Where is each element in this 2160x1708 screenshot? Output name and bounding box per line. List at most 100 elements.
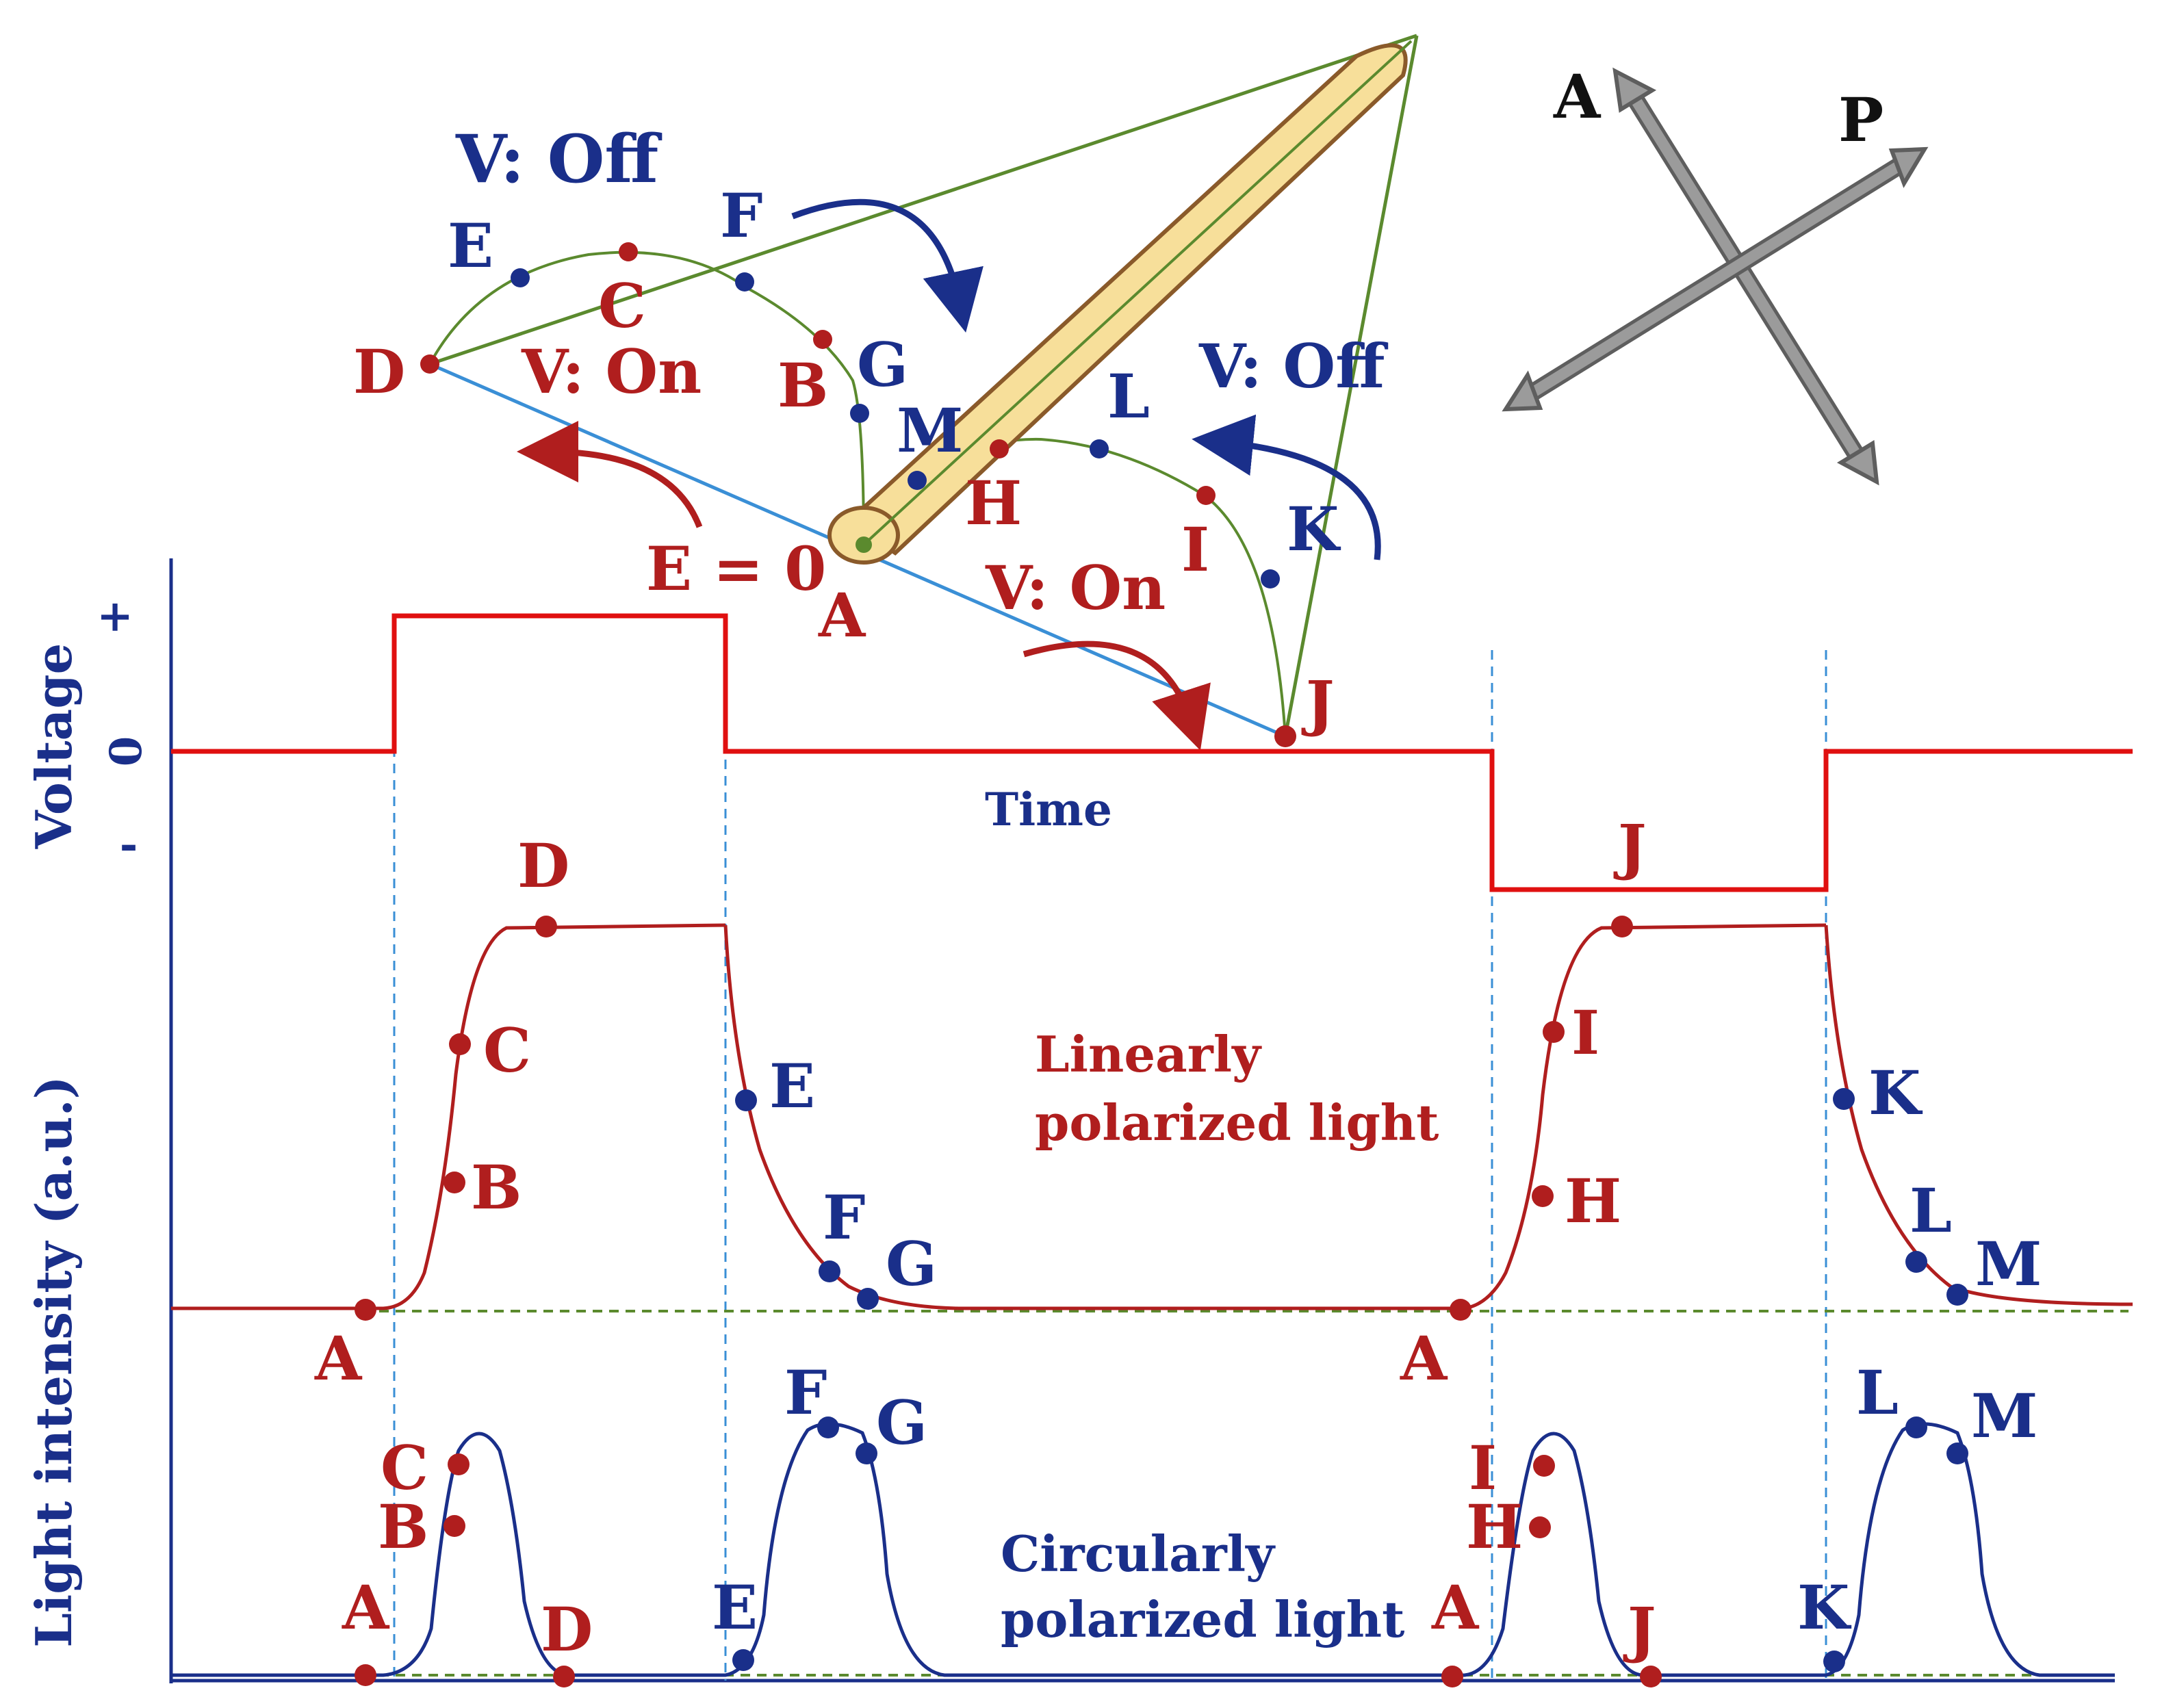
linear-dot-c	[449, 1033, 471, 1055]
circular-title-line1: Circularly	[1001, 1525, 1276, 1583]
label-e-zero: E = 0	[646, 533, 826, 604]
circular-dot-l	[1905, 1416, 1927, 1438]
circular-label-h: H	[1466, 1491, 1523, 1562]
voltage-zero: 0	[101, 736, 152, 767]
circular-title-line2: polarized light	[1001, 1590, 1404, 1648]
linear-label-f: F	[823, 1182, 865, 1253]
linear-label-b: B	[471, 1152, 522, 1223]
circular-dot-b	[443, 1515, 465, 1537]
arrow-f-to-g	[791, 198, 983, 333]
circular-dot-a1	[355, 1664, 376, 1686]
cone-label-f: F	[720, 180, 762, 251]
voltage-plus: +	[97, 591, 133, 642]
circular-label-m: M	[1971, 1380, 2037, 1451]
cone-dot-d	[420, 354, 439, 374]
circular-label-l: L	[1856, 1357, 1899, 1428]
linear-polarized-trace: A B C D E F G A H I K L M Linearly polar…	[171, 830, 2133, 1394]
linear-curve-blue-2	[1824, 924, 2133, 1306]
cone-dot-l	[1090, 439, 1109, 458]
polarizer-head-right	[1888, 146, 1929, 188]
circular-dot-a2	[1441, 1666, 1463, 1687]
circular-polarized-trace: A B C D E F G A H I J K L M Circularly p…	[171, 1357, 2115, 1687]
linear-dot-l	[1905, 1251, 1927, 1273]
polarizer-axis-inner	[1520, 155, 1912, 403]
arrow-d-on	[517, 421, 703, 528]
circular-dot-c	[448, 1453, 470, 1475]
linear-dot-top	[1611, 916, 1633, 937]
cone-dot-b	[813, 330, 832, 349]
cone-label-c: C	[598, 270, 646, 341]
cone-dot-i	[1196, 486, 1216, 505]
linear-dot-a1	[355, 1299, 376, 1321]
circular-label-g: G	[876, 1387, 927, 1458]
cone-label-h: H	[965, 467, 1022, 539]
voltage-minus: -	[120, 819, 138, 870]
linear-label-c: C	[483, 1015, 531, 1086]
cone-label-d: D	[353, 336, 405, 407]
circular-dot-d	[553, 1666, 575, 1687]
cone-dot-m	[908, 471, 927, 490]
circular-label-i: I	[1469, 1432, 1497, 1503]
cone-dot-f	[735, 272, 754, 292]
cone-label-e: E	[448, 210, 493, 281]
arrow-k-off	[1192, 414, 1381, 560]
circular-label-a1: A	[342, 1572, 390, 1643]
circular-label-e: E	[712, 1572, 758, 1643]
circular-label-b: B	[378, 1491, 428, 1562]
rod-end-cap	[827, 506, 900, 565]
analyzer-head-bottom	[1836, 439, 1879, 486]
intensity-axis-label: Light intensity (a.u.)	[25, 1076, 83, 1647]
circular-dot-f	[817, 1416, 839, 1438]
cone-label-b: B	[777, 350, 828, 421]
cone-label-m: M	[897, 395, 963, 466]
cone-dot-j	[1274, 725, 1296, 747]
cone-dot-k	[1261, 569, 1280, 588]
analyzer-label: A	[1553, 61, 1602, 132]
linear-label-d: D	[517, 830, 569, 901]
polarizer-cross: A P	[1502, 61, 1929, 486]
lc-rod	[827, 40, 1413, 565]
linear-curve-red-1	[171, 923, 726, 1310]
circular-dot-h	[1529, 1516, 1551, 1538]
linear-dot-e	[735, 1089, 757, 1111]
circular-label-f: F	[784, 1357, 827, 1428]
circular-curve	[171, 1422, 2115, 1677]
circular-dot-m	[1946, 1442, 1968, 1464]
label-v-off-1: V: Off	[455, 120, 662, 198]
linear-dot-b	[443, 1172, 465, 1193]
polarizer-label: P	[1838, 84, 1883, 155]
circular-dot-i	[1533, 1455, 1555, 1477]
cone-dot-h	[990, 439, 1009, 458]
linear-label-e: E	[769, 1050, 815, 1122]
linear-dot-a2	[1450, 1299, 1471, 1321]
label-v-off-2: V: Off	[1198, 331, 1388, 402]
linear-label-l: L	[1910, 1175, 1952, 1246]
linear-title-line2: polarized light	[1035, 1094, 1439, 1152]
circular-dot-k	[1823, 1651, 1845, 1672]
cone-label-k: K	[1287, 493, 1341, 565]
arrow-j-on	[1023, 640, 1211, 751]
polarizer-head-left	[1502, 370, 1543, 412]
linear-dot-g	[857, 1288, 879, 1310]
circular-dot-j	[1640, 1666, 1662, 1687]
linear-label-m: M	[1975, 1228, 2042, 1299]
cone-dot-a	[856, 536, 872, 553]
linear-label-a2: A	[1400, 1323, 1448, 1394]
linear-label-i: I	[1571, 997, 1599, 1068]
circular-label-k: K	[1797, 1572, 1852, 1643]
cone-label-i: I	[1181, 514, 1209, 585]
circular-dot-e	[732, 1649, 754, 1671]
cone-dot-g	[850, 404, 869, 423]
cone-schematic: V: Off V: On V: Off V: On E = 0 E F C D …	[353, 34, 1419, 751]
cone-label-g: G	[857, 329, 908, 400]
circular-dot-g	[856, 1442, 877, 1464]
voltage-axis-label: Voltage	[25, 643, 83, 850]
cone-label-j: J	[1301, 667, 1335, 738]
linear-title-line1: Linearly	[1035, 1025, 1262, 1083]
linear-label-h: H	[1565, 1165, 1621, 1237]
linear-dot-h	[1532, 1185, 1554, 1207]
rod-axis	[862, 40, 1413, 546]
linear-dot-i	[1543, 1021, 1565, 1043]
analyzer-axis-inner	[1624, 86, 1868, 469]
linear-curve-red-2	[958, 923, 1827, 1310]
